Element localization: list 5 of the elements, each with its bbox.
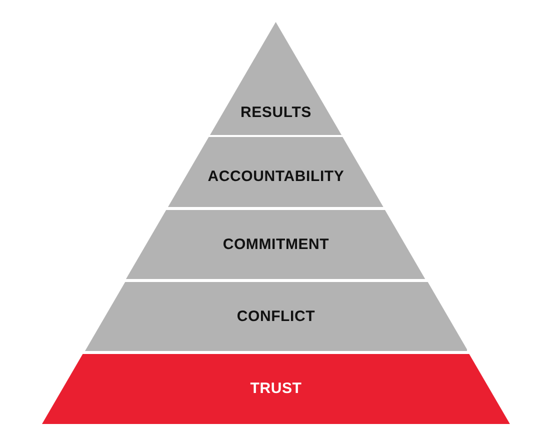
- tier-label: TRUST: [250, 378, 302, 399]
- tier-label: ACCOUNTABILITY: [208, 166, 344, 187]
- tier-label: CONFLICT: [236, 306, 316, 327]
- tier-label: RESULTS: [240, 102, 312, 123]
- tier-label: COMMITMENT: [222, 234, 330, 255]
